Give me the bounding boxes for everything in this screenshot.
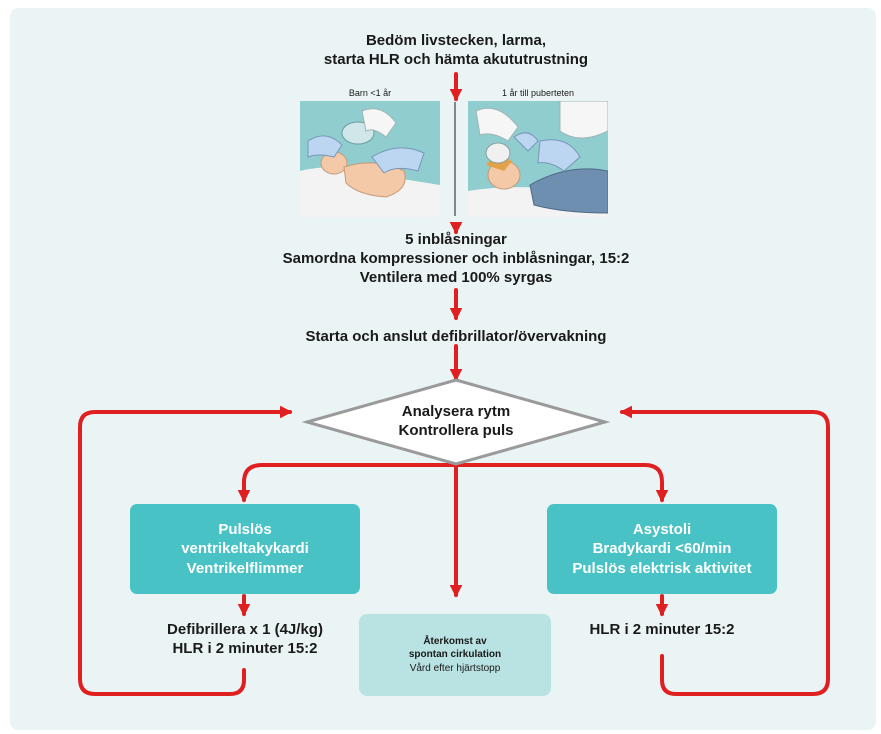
breaths-instruction: 5 inblåsningar Samordna kompressioner oc…	[230, 231, 682, 287]
shockable-line-3: Ventrikelflimmer	[186, 559, 304, 577]
rosc-line-2: spontan cirkulation	[408, 649, 502, 661]
arrow-branch-left	[237, 463, 458, 503]
rosc-line-3: Vård efter hjärtstopp	[409, 662, 501, 674]
infant-label: Barn <1 år	[348, 88, 392, 98]
nonshockable-rhythm-box: Asystoli Bradykardi <60/min Pulslös elek…	[547, 504, 777, 594]
top-instruction: Bedöm livstecken, larma, starta HLR och …	[250, 32, 662, 70]
flowchart-panel	[10, 8, 876, 730]
breaths-line-3: Ventilera med 100% syrgas	[359, 268, 553, 286]
nonshockable-line-1: Asystoli	[632, 520, 692, 538]
shockable-action-line-2: HLR i 2 minuter 15:2	[172, 639, 318, 657]
shockable-line-2: ventrikeltakykardi	[181, 540, 309, 558]
loop-right	[619, 405, 830, 696]
child-cpr-illustration	[468, 101, 608, 217]
nonshockable-action: HLR i 2 minuter 15:2	[589, 621, 735, 638]
analyze-line-1: Analysera rytm	[401, 403, 511, 420]
child-cpr-drawing	[468, 101, 608, 217]
infant-cpr-illustration	[300, 101, 440, 217]
defib-start-instruction: Starta och anslut defibrillator/övervakn…	[305, 328, 607, 345]
infant-cpr-drawing	[300, 101, 440, 217]
rosc-line-1: Återkomst av	[423, 635, 487, 647]
arrow-branch-right	[454, 463, 669, 503]
top-line-1: Bedöm livstecken, larma,	[365, 32, 547, 49]
breaths-line-2: Samordna kompressioner och inblåsningar,…	[282, 249, 630, 267]
shockable-line-1: Pulslös	[218, 520, 272, 538]
shockable-rhythm-box: Pulslös ventrikeltakykardi Ventrikelflim…	[130, 504, 360, 594]
decision-diamond	[301, 378, 611, 466]
rosc-box: Återkomst av spontan cirkulation Vård ef…	[359, 614, 551, 696]
child-label: 1 år till puberteten	[501, 88, 575, 98]
loop-left	[78, 405, 293, 696]
nonshockable-line-2: Bradykardi <60/min	[592, 540, 732, 558]
breaths-line-1: 5 inblåsningar	[405, 231, 507, 248]
shockable-action-line-1: Defibrillera x 1 (4J/kg)	[167, 621, 323, 638]
analyze-decision-text: Analysera rytm Kontrollera puls	[356, 403, 556, 441]
analyze-line-2: Kontrollera puls	[398, 421, 514, 439]
nonshockable-line-3: Pulslös elektrisk aktivitet	[572, 559, 752, 577]
shockable-action: Defibrillera x 1 (4J/kg) HLR i 2 minuter…	[130, 621, 360, 659]
top-line-2: starta HLR och hämta akututrustning	[323, 50, 589, 68]
